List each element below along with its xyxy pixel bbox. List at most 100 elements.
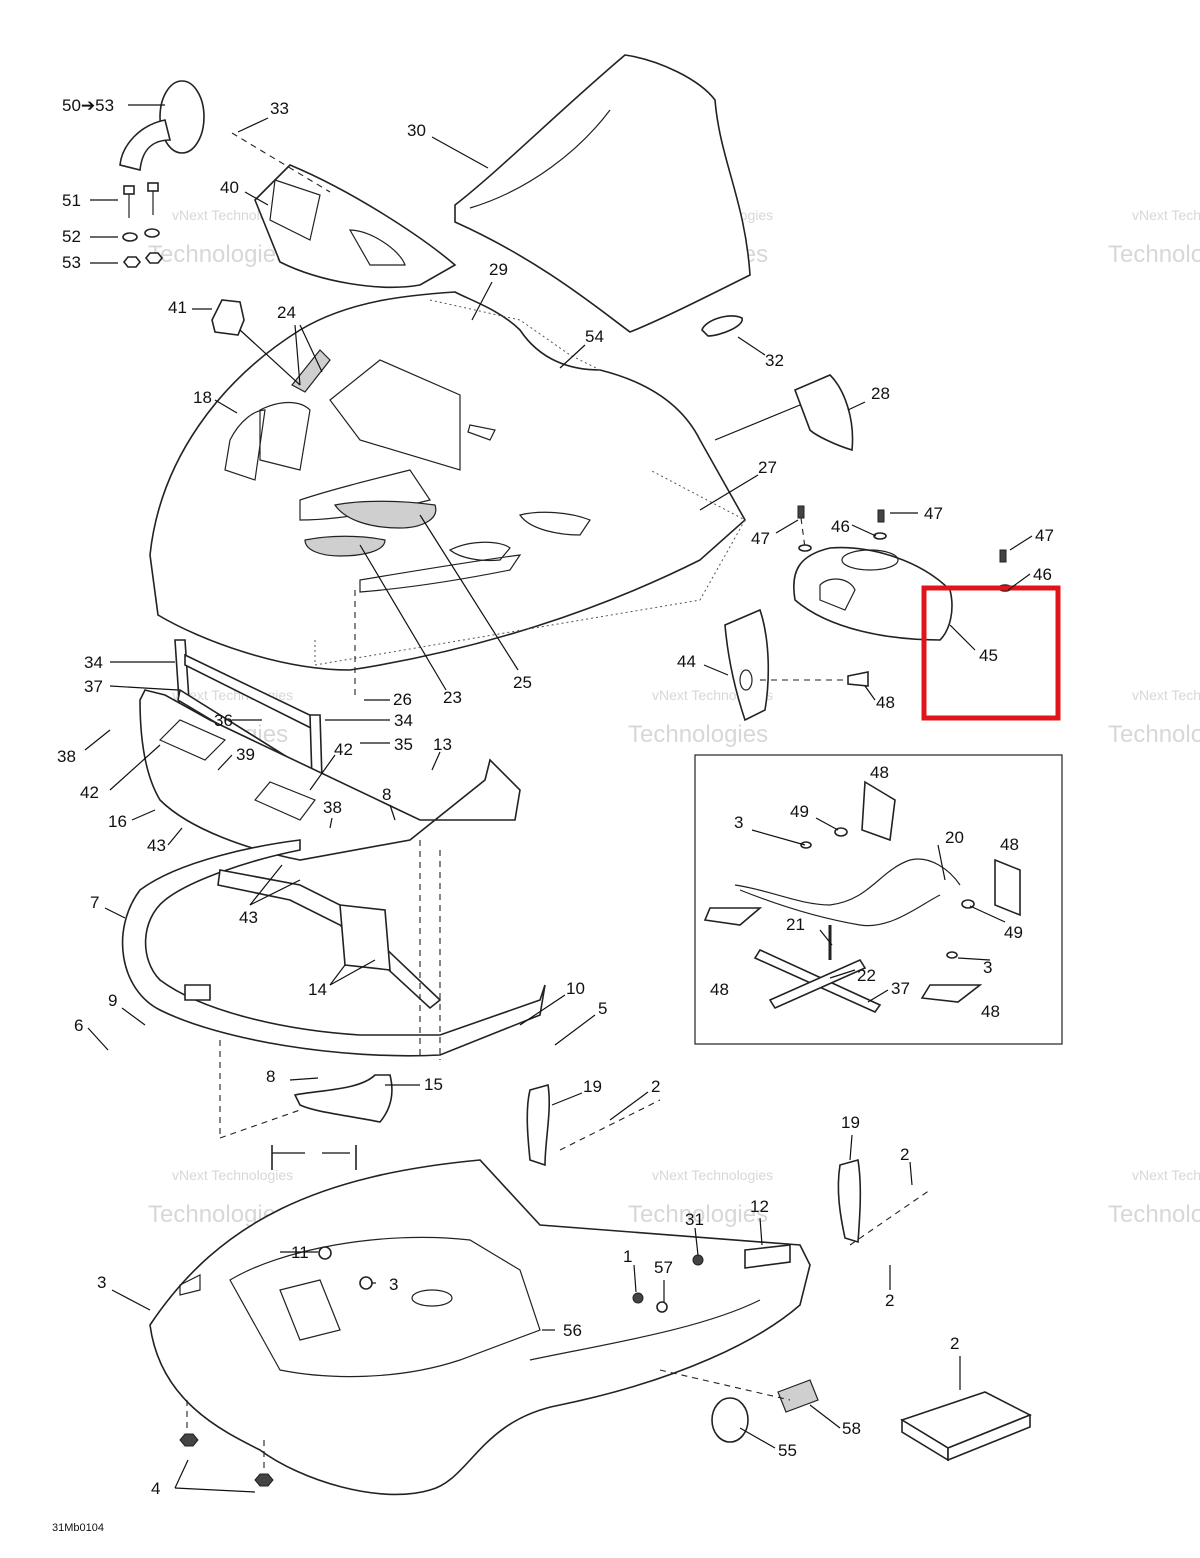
watermark-line1: vNext Technologies xyxy=(1132,687,1200,703)
callout-12: 31 xyxy=(685,1210,704,1229)
callout-9: 9 xyxy=(108,991,117,1010)
callout-3c: 11 xyxy=(291,1243,309,1262)
callout-52: 52 xyxy=(62,227,81,246)
callout-43b: 43 xyxy=(239,908,258,927)
callout-51: 51 xyxy=(62,191,81,210)
callout-32: 32 xyxy=(765,351,784,370)
assembly-lines xyxy=(219,590,931,1401)
callout-55: 58 xyxy=(842,1419,861,1438)
callout-16: 16 xyxy=(108,812,127,831)
highlight-box xyxy=(921,585,1061,721)
callout-54: 54 xyxy=(585,327,604,346)
watermark-line2: Technologies xyxy=(628,721,768,748)
callout-7: 7 xyxy=(90,893,99,912)
callout-24: 24 xyxy=(277,303,296,322)
callout-31: 2 xyxy=(900,1145,909,1164)
callout-29: 29 xyxy=(489,260,508,279)
watermark-line1: vNext Technologies xyxy=(1132,1167,1200,1183)
mirror-part xyxy=(119,80,205,171)
callout-49b: 49 xyxy=(1004,923,1023,942)
callout-30: 30 xyxy=(407,121,426,140)
lower-fasteners xyxy=(179,1246,704,1487)
callout-45: 45 xyxy=(979,646,998,665)
callout-2a: 2 xyxy=(651,1077,660,1096)
callout-20: 20 xyxy=(945,828,964,847)
callout-50-53: 50➔53 xyxy=(62,96,114,115)
callout-49a: 49 xyxy=(790,802,809,821)
watermark-line2: Technologies xyxy=(148,241,288,268)
watermark-line1: vNext Technologies xyxy=(652,1167,773,1183)
front-support-16-part xyxy=(139,689,521,861)
bracket-41-part xyxy=(211,299,245,336)
watermark-line1: vNext Technologies xyxy=(1132,207,1200,223)
callout-38a: 38 xyxy=(57,747,76,766)
callout-25: 25 xyxy=(513,673,532,692)
callout-11: 12 xyxy=(750,1197,769,1216)
callout-46a: 46 xyxy=(831,517,850,536)
callout-14: 14 xyxy=(308,980,327,999)
callout-6: 6 xyxy=(74,1016,83,1035)
callout-18: 18 xyxy=(193,388,212,407)
callout-15: 15 xyxy=(424,1075,443,1094)
callout-26: 26 xyxy=(393,690,412,709)
hood-part xyxy=(149,291,747,671)
callout-3d: 3 xyxy=(389,1275,398,1294)
watermark-line2: Technologies xyxy=(1108,1201,1200,1228)
panel-28-part xyxy=(714,374,854,452)
reinforcement-14-part xyxy=(217,869,442,1010)
bracket-15-part xyxy=(293,1074,393,1123)
leader-lines xyxy=(84,104,1033,1493)
callout-21: 21 xyxy=(786,915,805,934)
callout-17: 4 xyxy=(151,1479,160,1498)
callout-23: 23 xyxy=(443,688,462,707)
callout-48e: 48 xyxy=(981,1002,1000,1021)
reference-code: 31Mb0104 xyxy=(52,1522,104,1534)
callout-28: 28 xyxy=(871,384,890,403)
callout-labels: 50➔53 33 30 40 51 52 53 29 41 24 54 32 1… xyxy=(57,96,1054,1498)
callout-2c: 56 xyxy=(563,1321,582,1340)
misc-parts xyxy=(711,1379,1032,1462)
callout-47a: 47 xyxy=(751,529,770,548)
callout-35: 35 xyxy=(394,735,413,754)
callout-44: 44 xyxy=(677,652,696,671)
watermark-line2: Technologies xyxy=(1108,241,1200,268)
callout-47c: 47 xyxy=(1035,526,1054,545)
bottom-pan-1-part xyxy=(149,1159,811,1496)
callout-42a: 42 xyxy=(80,783,99,802)
callout-58: 2 xyxy=(950,1334,959,1353)
callout-3b: 3 xyxy=(983,958,992,977)
callout-37a: 37 xyxy=(84,677,103,696)
callout-46b: 46 xyxy=(1033,565,1052,584)
callout-57: 1 xyxy=(623,1247,632,1266)
watermark-line1: vNext Technologies xyxy=(172,1167,293,1183)
callout-40: 40 xyxy=(220,178,239,197)
callout-56: 57 xyxy=(654,1258,673,1277)
callout-53: 53 xyxy=(62,253,81,272)
inset-detail xyxy=(694,754,1063,1045)
callout-27: 27 xyxy=(758,458,777,477)
callout-4: 55 xyxy=(778,1441,797,1460)
callout-47b: 47 xyxy=(924,504,943,523)
air-box-45-part xyxy=(793,546,953,641)
callout-48c: 48 xyxy=(1000,835,1019,854)
callout-19b: 19 xyxy=(841,1113,860,1132)
bumper-7-part xyxy=(121,839,546,1057)
callout-48d: 48 xyxy=(710,980,729,999)
callout-8a: 8 xyxy=(382,785,391,804)
callout-38b: 38 xyxy=(323,798,342,817)
callout-8b: 8 xyxy=(266,1067,275,1086)
watermark-line2: Technologies xyxy=(628,1201,768,1228)
windshield-part xyxy=(454,54,751,333)
callout-10: 10 xyxy=(566,979,585,998)
callout-3a: 3 xyxy=(734,813,743,832)
callout-19a: 19 xyxy=(583,1077,602,1096)
watermark-line2: Technologies xyxy=(1108,721,1200,748)
pan-fastener-callouts xyxy=(271,1145,357,1170)
callout-41: 41 xyxy=(168,298,187,317)
callout-5: 5 xyxy=(598,999,607,1018)
callout-33: 33 xyxy=(270,99,289,118)
callout-48b: 48 xyxy=(870,763,889,782)
mirror-hardware xyxy=(122,182,164,268)
bracket-11-part xyxy=(744,1244,791,1269)
